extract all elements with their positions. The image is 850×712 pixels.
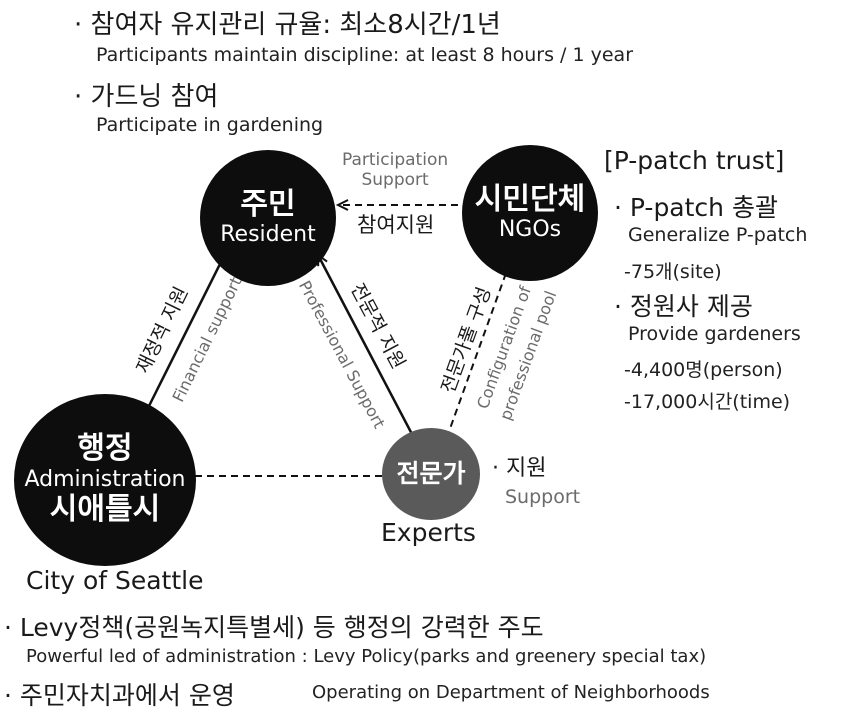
top-note-1-en: Participants maintain discipline: at lea… — [96, 44, 634, 66]
experts-note-ko: · 지원 — [492, 456, 547, 481]
ngo-item1-en: Generalize P-patch — [628, 224, 808, 246]
bottom-note-2-en: Operating on Department of Neighborhoods — [312, 682, 710, 703]
administration-ko-top: 행정 — [77, 431, 133, 467]
administration-en: Administration — [24, 466, 186, 492]
ngo-item1-ko: · P-patch 총괄 — [614, 193, 778, 222]
ngo-panel-heading: [P-patch trust] — [604, 146, 785, 175]
top-note-1-ko: · 참여자 유지관리 규율: 최소8시간/1년 — [74, 10, 501, 40]
edge-experts-to-resident — [316, 253, 416, 439]
participation-support-ko: 참여지원 — [357, 213, 435, 237]
top-note-2-ko: · 가드닝 참여 — [74, 82, 219, 112]
resident-node: 주민 Resident — [200, 150, 336, 286]
administration-ko-bottom: 시애틀시 — [49, 492, 161, 528]
bottom-note-2-ko: · 주민자치과에서 운영 — [4, 681, 235, 710]
bottom-note-1-en: Powerful led of administration : Levy Po… — [26, 646, 707, 667]
ngos-node: 시민단체 NGOs — [462, 145, 598, 281]
edge-ngos-experts — [446, 261, 511, 438]
ngo-item1-count: -75개(site) — [624, 261, 722, 283]
ngo-item2-count1: -4,400명(person) — [624, 359, 783, 381]
experts-en: Experts — [381, 518, 476, 547]
ngos-ko: 시민단체 — [474, 181, 586, 217]
ngos-en: NGOs — [498, 217, 562, 243]
administration-node: 행정 Administration 시애틀시 — [14, 394, 196, 566]
resident-ko: 주민 — [240, 186, 296, 222]
bottom-note-1-ko: · Levy정책(공원녹지특별세) 등 행정의 강력한 주도 — [4, 613, 544, 642]
experts-note-en: Support — [505, 486, 581, 508]
ngo-item2-en: Provide gardeners — [628, 323, 801, 345]
edge-admin-to-resident — [146, 249, 228, 409]
resident-en: Resident — [220, 222, 316, 248]
participation-support-en: Participation Support — [342, 150, 449, 191]
experts-ko: 전문가 — [396, 458, 466, 488]
ngo-item2-count2: -17,000시간(time) — [624, 391, 791, 413]
experts-node: 전문가 — [382, 428, 480, 520]
city-label: City of Seattle — [26, 566, 204, 595]
top-note-2-en: Participate in gardening — [96, 114, 324, 136]
ngo-item2-ko: · 정원사 제공 — [614, 292, 753, 321]
